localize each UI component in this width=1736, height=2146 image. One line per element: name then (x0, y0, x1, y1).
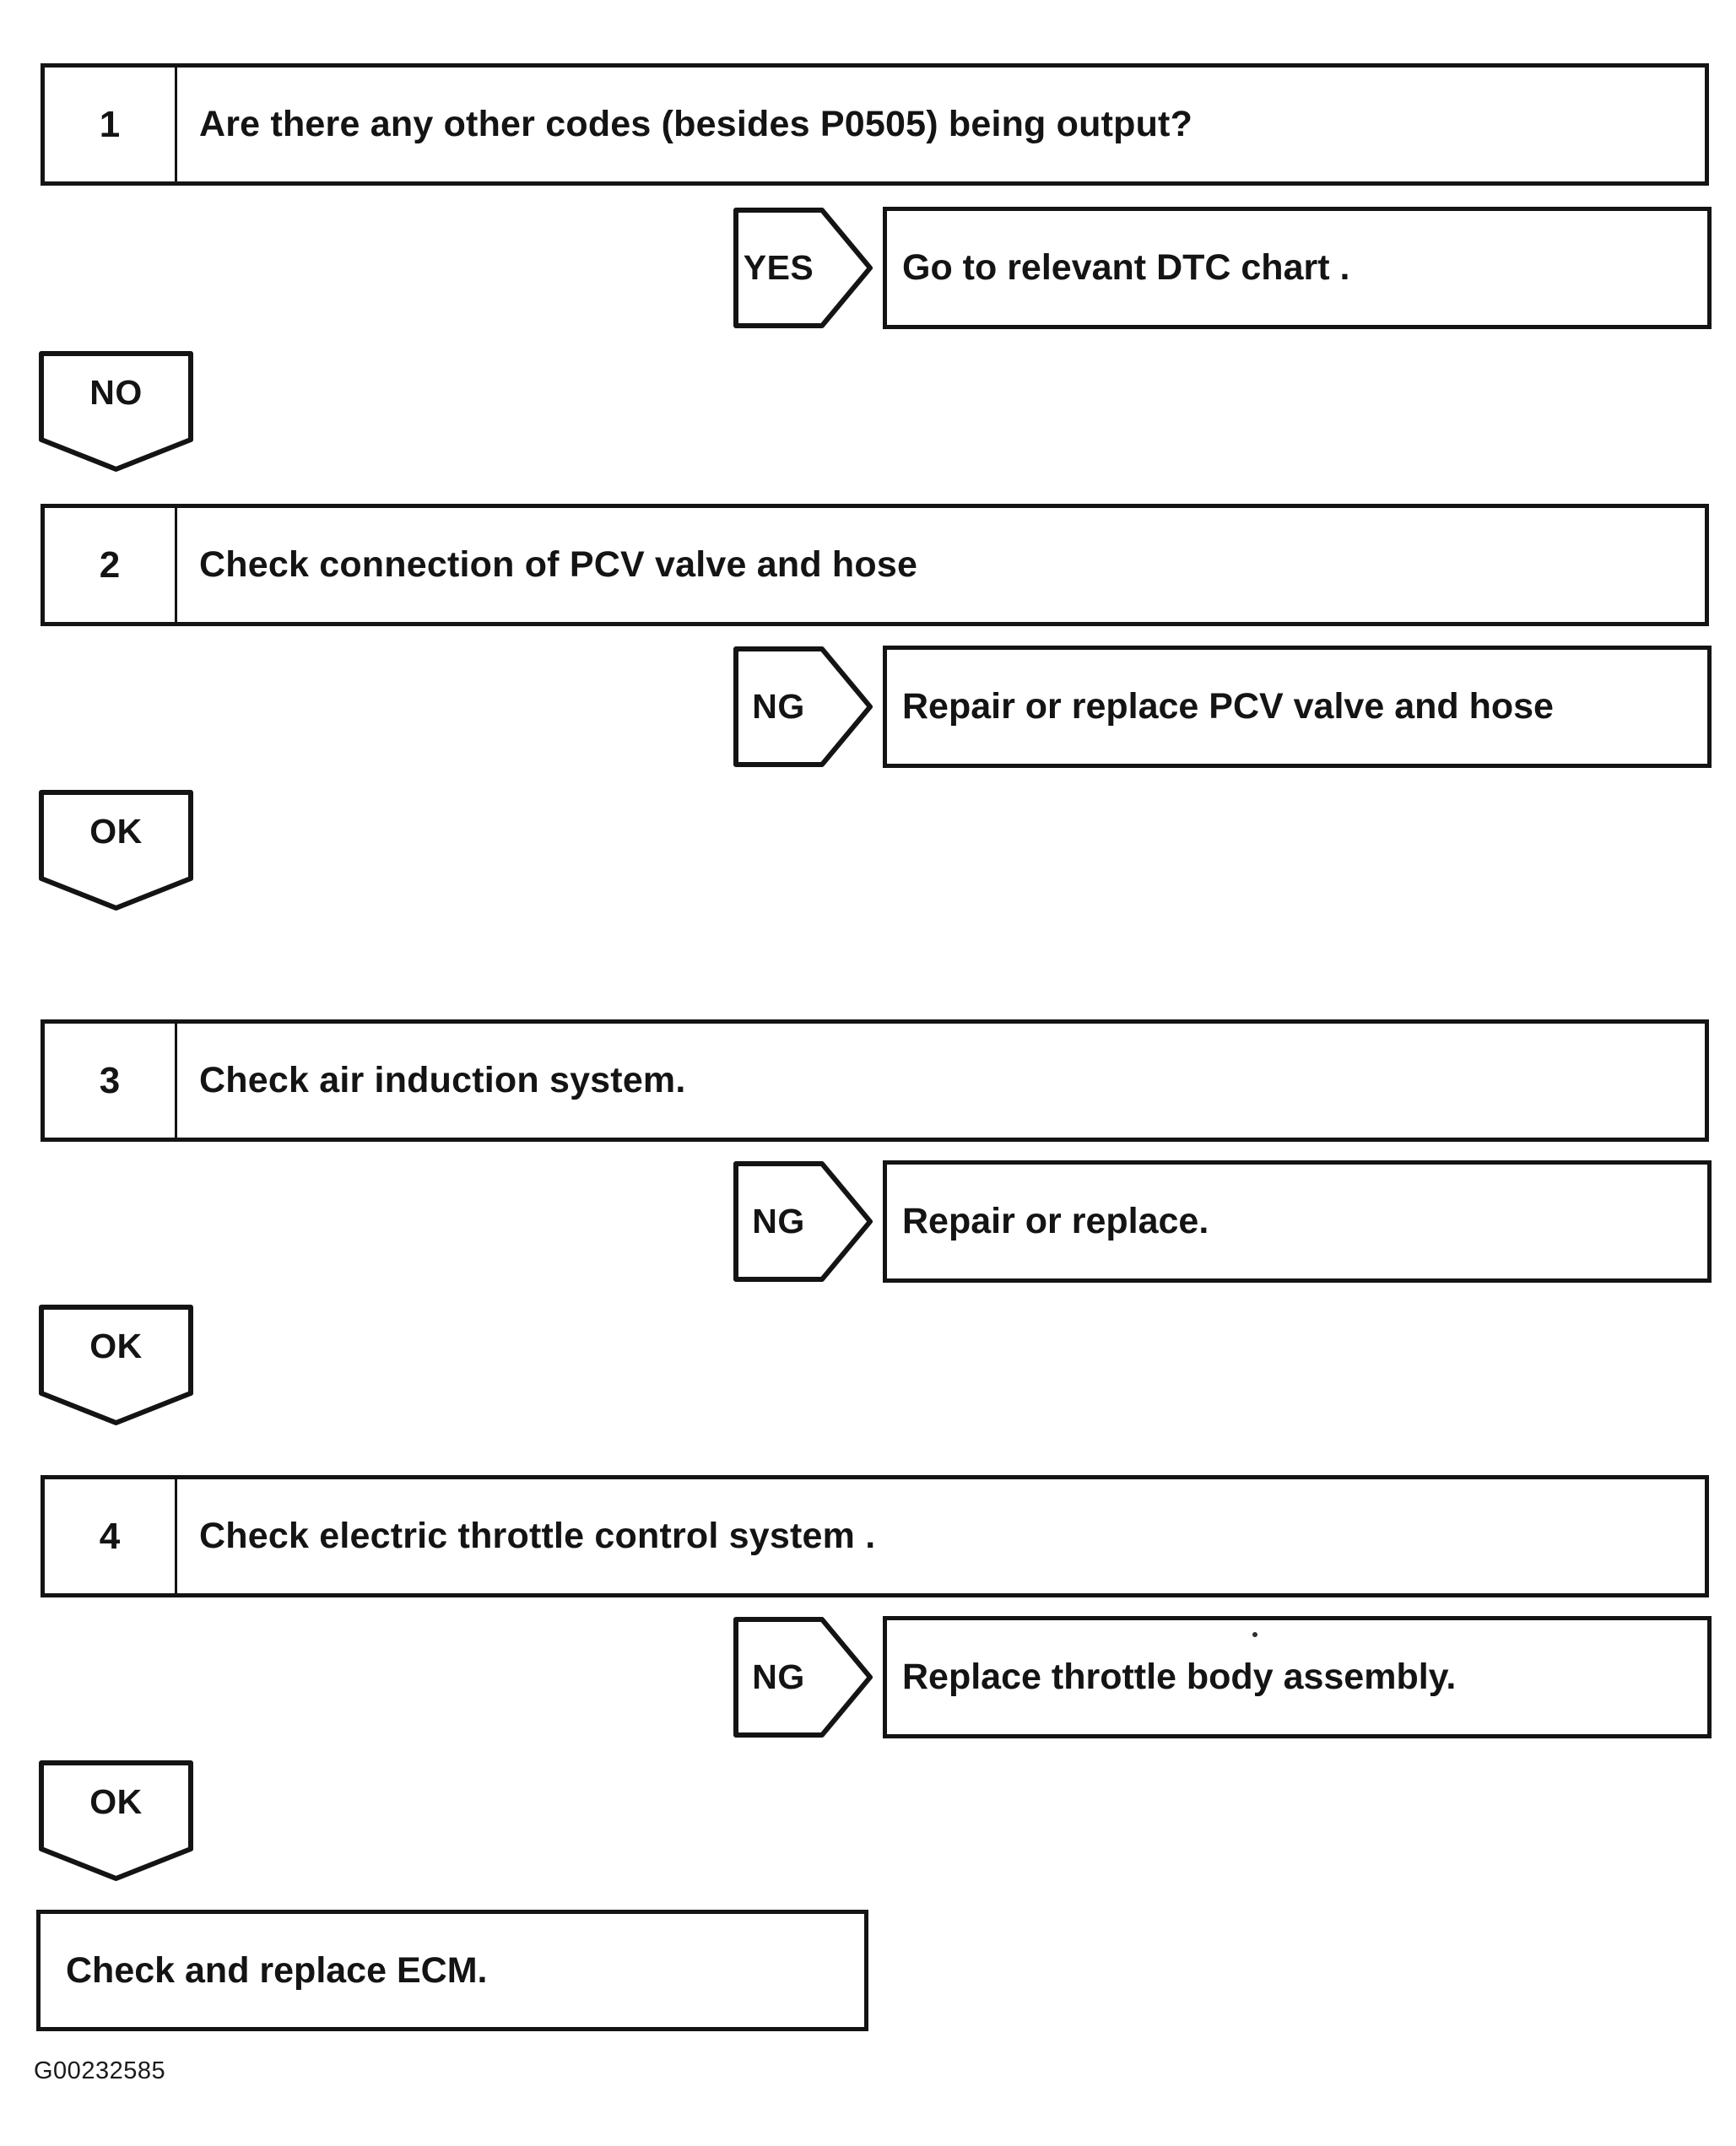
pentagon-right-icon (733, 1617, 873, 1738)
branch-label-3: NG (752, 1202, 805, 1241)
scan-artifact-dot (1252, 1632, 1257, 1637)
final-action-box: Check and replace ECM. (36, 1910, 868, 2031)
branch-label-4: NG (752, 1657, 805, 1696)
continue-label-4: OK (89, 1782, 143, 1821)
question-box-1: 1 Are there any other codes (besides P05… (41, 63, 1709, 186)
pentagon-down-icon (39, 1760, 193, 1881)
pentagon-down-icon (39, 351, 193, 472)
branch-label-1: YES (743, 248, 814, 287)
figure-code: G00232585 (34, 2057, 166, 2084)
continue-arrow-3: OK (38, 1304, 194, 1426)
question-box-3: 3 Check air induction system. (41, 1019, 1709, 1142)
question-box-4: 4 Check electric throttle control system… (41, 1475, 1709, 1597)
final-action-text: Check and replace ECM. (66, 1949, 488, 1991)
question-box-2: 2 Check connection of PCV valve and hose (41, 504, 1709, 626)
branch-result-text-3: Repair or replace. (902, 1201, 1209, 1241)
pentagon-down-icon (39, 790, 193, 911)
step-number-1: 1 (45, 68, 177, 181)
pentagon-down-icon (39, 1305, 193, 1425)
question-text-2: Check connection of PCV valve and hose (199, 544, 918, 585)
step-number-3: 3 (45, 1024, 177, 1138)
branch-result-text-4: Replace throttle body assembly. (902, 1657, 1457, 1697)
continue-arrow-4: OK (38, 1760, 194, 1882)
question-text-1: Are there any other codes (besides P0505… (199, 104, 1193, 144)
pentagon-right-icon (733, 208, 873, 328)
pentagon-right-icon (733, 646, 873, 767)
branch-arrow-3: NG (733, 1160, 873, 1283)
branch-result-text-1: Go to relevant DTC chart . (902, 247, 1350, 288)
continue-arrow-1: NO (38, 350, 194, 473)
step-number-2: 2 (45, 508, 177, 622)
branch-result-box-3: Repair or replace. (883, 1160, 1712, 1283)
branch-arrow-1: YES (733, 207, 873, 329)
continue-label-3: OK (89, 1327, 143, 1365)
branch-result-box-2: Repair or replace PCV valve and hose (883, 646, 1712, 768)
branch-result-text-2: Repair or replace PCV valve and hose (902, 686, 1554, 727)
continue-label-1: NO (89, 373, 143, 412)
branch-result-box-1: Go to relevant DTC chart . (883, 207, 1712, 329)
branch-result-box-4: Replace throttle body assembly. (883, 1616, 1712, 1738)
pentagon-right-icon (733, 1161, 873, 1282)
continue-label-2: OK (89, 812, 143, 851)
branch-arrow-4: NG (733, 1616, 873, 1738)
question-text-3: Check air induction system. (199, 1060, 686, 1100)
branch-arrow-2: NG (733, 646, 873, 768)
question-text-4: Check electric throttle control system . (199, 1516, 876, 1556)
step-number-4: 4 (45, 1479, 177, 1593)
branch-label-2: NG (752, 687, 805, 726)
continue-arrow-2: OK (38, 789, 194, 911)
